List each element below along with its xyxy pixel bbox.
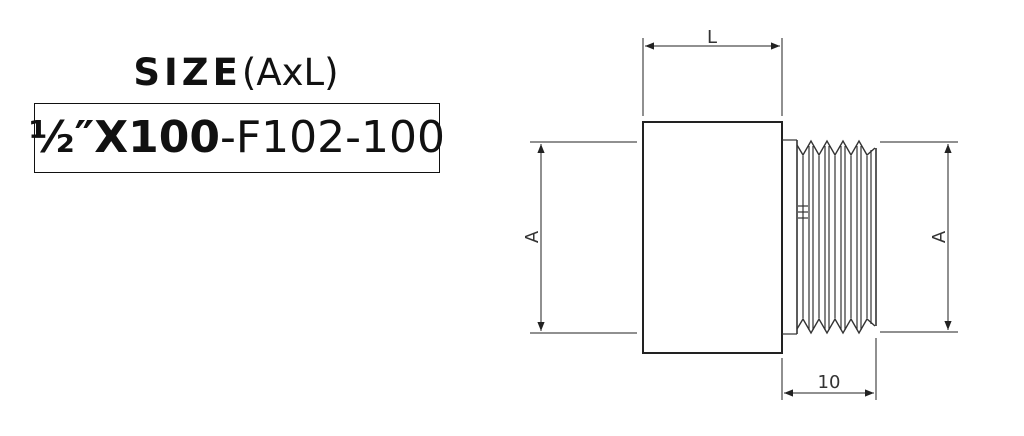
dim-length: [642, 38, 783, 116]
dim-thread-diameter: [880, 141, 958, 333]
size-title-paren: (AxL): [241, 51, 339, 94]
size-title: SIZE(AxL): [0, 50, 472, 96]
dim-thread-diameter-label: A: [929, 230, 950, 243]
fitting-body: [642, 121, 783, 354]
dim-body-diameter: [530, 141, 637, 334]
size-code-suffix: -F102-100: [219, 112, 446, 163]
fitting-thread: [782, 139, 877, 335]
size-title-main: SIZE: [133, 51, 242, 94]
dim-thread-length-label: 10: [818, 372, 841, 393]
size-code-prefix: X100: [94, 112, 220, 163]
size-fraction: ½: [28, 112, 75, 163]
dim-body-diameter-label: A: [522, 230, 543, 243]
dim-thread-length: [781, 338, 877, 400]
dim-length-label: L: [707, 27, 717, 48]
size-inch-mark: ″: [74, 112, 95, 163]
size-spec-box: ½″X100-F102-100: [29, 103, 445, 173]
